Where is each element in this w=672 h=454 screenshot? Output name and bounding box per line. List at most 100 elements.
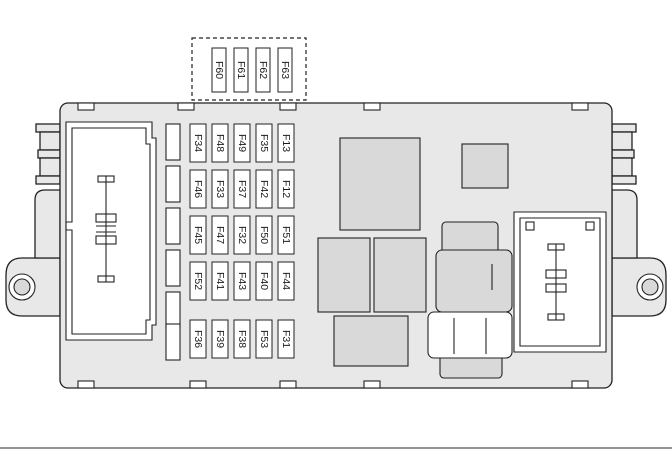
relays — [317, 137, 509, 367]
fuse-label: F46 — [192, 180, 204, 198]
fuse-label: F47 — [214, 226, 226, 244]
fuse-f61: F61 — [233, 47, 249, 93]
fuse-body — [189, 261, 207, 301]
relay-small-top — [461, 143, 509, 189]
fuse-body — [189, 215, 207, 255]
fuse-f39: F39 — [211, 319, 229, 359]
fuse-label: F39 — [214, 330, 226, 348]
blank-slot-column — [165, 123, 181, 361]
fuse-body — [255, 261, 273, 301]
fuse-f38: F38 — [233, 319, 251, 359]
fuse-label: F31 — [280, 330, 292, 348]
left-connector — [65, 121, 157, 341]
fuse-body — [189, 169, 207, 209]
fuse-label: F49 — [236, 134, 248, 152]
fuse-f62: F62 — [255, 47, 271, 93]
fuse-f33: F33 — [211, 169, 229, 209]
fuse-body — [211, 261, 229, 301]
fuse-label: F52 — [192, 272, 204, 290]
fuse-body — [211, 319, 229, 359]
fuse-body — [233, 215, 251, 255]
fuse-body — [277, 47, 293, 93]
fuse-f52: F52 — [189, 261, 207, 301]
fuse-label: F50 — [258, 226, 270, 244]
fuse-f12: F12 — [277, 169, 295, 209]
fuse-body — [189, 319, 207, 359]
fuse-label: F62 — [257, 61, 269, 79]
relay-mid-right — [373, 237, 427, 313]
fuse-body — [211, 47, 227, 93]
fuse-f34: F34 — [189, 123, 207, 163]
right-connector — [513, 211, 607, 353]
fuse-body — [189, 123, 207, 163]
fuse-label: F36 — [192, 330, 204, 348]
relay-bottom — [333, 315, 409, 367]
fuse-body — [211, 169, 229, 209]
fuse-body — [277, 319, 295, 359]
spare-fuses: F60 F61 F62 F63 — [211, 47, 293, 93]
fuse-label: F63 — [279, 61, 291, 79]
fuse-label: F61 — [235, 61, 247, 79]
fuse-label: F45 — [192, 226, 204, 244]
fuse-f49: F49 — [233, 123, 251, 163]
left-side-clips — [35, 123, 61, 185]
fuse-body — [211, 123, 229, 163]
fuse-f47: F47 — [211, 215, 229, 255]
fuse-label: F40 — [258, 272, 270, 290]
fuse-label: F35 — [258, 134, 270, 152]
fuse-f48: F48 — [211, 123, 229, 163]
fuse-body — [255, 123, 273, 163]
right-side-clips — [611, 123, 637, 185]
fuse-label: F38 — [236, 330, 248, 348]
fuse-label: F12 — [280, 180, 292, 198]
fuse-f32: F32 — [233, 215, 251, 255]
fuse-f51: F51 — [277, 215, 295, 255]
fuse-body — [277, 123, 295, 163]
relay-mid-left — [317, 237, 371, 313]
fuse-f45: F45 — [189, 215, 207, 255]
fuse-body — [233, 123, 251, 163]
fuse-f35: F35 — [255, 123, 273, 163]
fuse-label: F33 — [214, 180, 226, 198]
fuse-f13: F13 — [277, 123, 295, 163]
left-mounting-bracket — [5, 189, 61, 317]
fuse-label: F43 — [236, 272, 248, 290]
fuse-label: F13 — [280, 134, 292, 152]
fuse-body — [255, 215, 273, 255]
fuse-label: F32 — [236, 226, 248, 244]
fuse-body — [233, 319, 251, 359]
fuse-label: F60 — [213, 61, 225, 79]
fuse-label: F42 — [258, 180, 270, 198]
fuse-f37: F37 — [233, 169, 251, 209]
housing-tabs — [77, 102, 589, 389]
fuse-body — [277, 169, 295, 209]
fuse-f60: F60 — [211, 47, 227, 93]
fuse-f50: F50 — [255, 215, 273, 255]
fuse-body — [233, 169, 251, 209]
fuse-f43: F43 — [233, 261, 251, 301]
fuse-label: F34 — [192, 134, 204, 152]
fuse-label: F41 — [214, 272, 226, 290]
fuse-body — [277, 261, 295, 301]
fuse-body — [211, 215, 229, 255]
fuse-label: F48 — [214, 134, 226, 152]
relay-large-top — [339, 137, 421, 231]
fuse-label: F53 — [258, 330, 270, 348]
fuse-body — [255, 169, 273, 209]
fuse-label: F44 — [280, 272, 292, 290]
fuse-body — [233, 261, 251, 301]
fuse-body — [255, 47, 271, 93]
fuse-f63: F63 — [277, 47, 293, 93]
fuse-f42: F42 — [255, 169, 273, 209]
right-mounting-bracket — [611, 189, 667, 317]
fuse-f46: F46 — [189, 169, 207, 209]
spare-fuse-group: F60 F61 F62 F63 — [191, 37, 307, 101]
fuse-label: F51 — [280, 226, 292, 244]
fuse-f44: F44 — [277, 261, 295, 301]
fuse-f31: F31 — [277, 319, 295, 359]
fuse-f53: F53 — [255, 319, 273, 359]
relay-socket — [427, 221, 513, 379]
fuse-body — [277, 215, 295, 255]
